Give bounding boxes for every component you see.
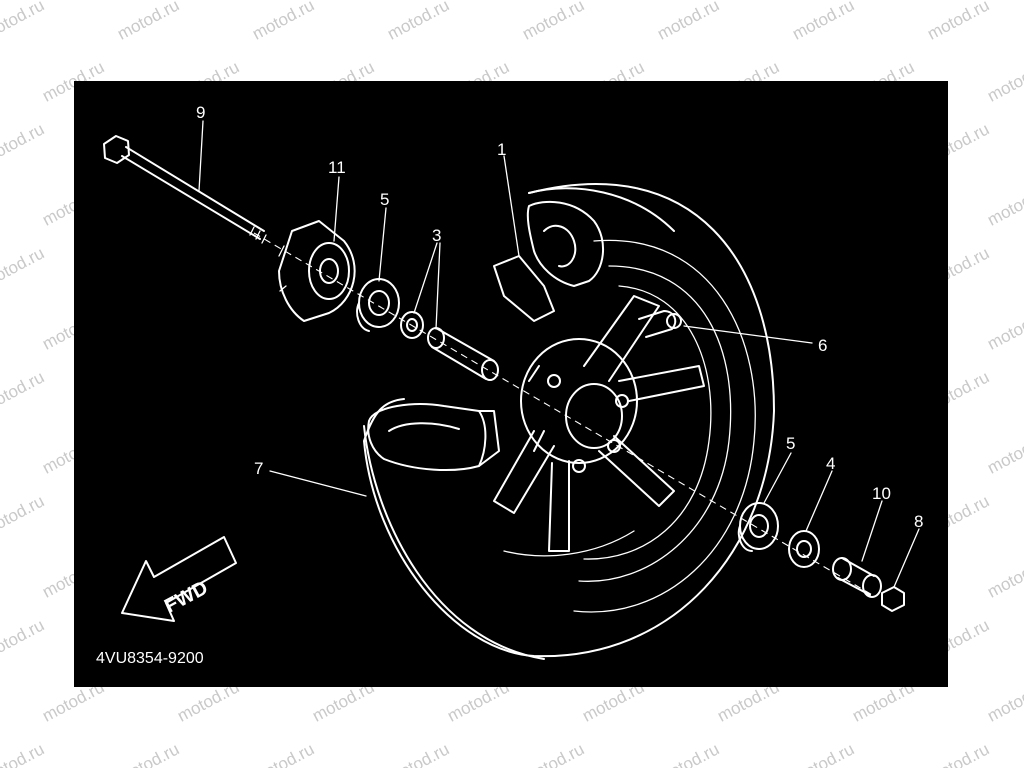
callout-7: 7 — [254, 459, 263, 478]
watermark-text: motod.ru — [519, 0, 588, 44]
callout-5-left: 5 — [380, 190, 389, 209]
exploded-wheel-diagram: 9 11 5 3 1 6 7 5 4 10 8 FWD 4VU8354-9200 — [74, 81, 948, 687]
watermark-text: motod.ru — [984, 677, 1024, 726]
callout-10: 10 — [872, 484, 891, 503]
diagram-drawing: 9 11 5 3 1 6 7 5 4 10 8 FWD 4VU8354-9200 — [96, 103, 923, 667]
watermark-text: motod.ru — [654, 0, 723, 44]
axle-centerline — [253, 232, 875, 597]
callout-3: 3 — [432, 226, 441, 245]
watermark-text: motod.ru — [0, 119, 48, 168]
callouts: 9 11 5 3 1 6 7 5 4 10 8 — [196, 103, 923, 531]
wheel-hub — [520, 338, 638, 473]
callout-5-right: 5 — [786, 434, 795, 453]
collar-right — [832, 557, 882, 598]
fwd-label: FWD — [161, 577, 212, 618]
wheel-spokes — [493, 295, 705, 557]
tire-section-bottom — [367, 403, 500, 472]
watermark-text: motod.ru — [984, 57, 1024, 106]
axle-nut — [881, 586, 905, 612]
watermark-text: motod.ru — [0, 0, 48, 44]
callout-11: 11 — [328, 158, 346, 177]
watermark-text: motod.ru — [0, 491, 48, 540]
bearing-left — [356, 278, 400, 332]
callout-9: 9 — [196, 103, 205, 122]
watermark-text: motod.ru — [114, 739, 183, 768]
spacer — [427, 327, 499, 381]
watermark-text: motod.ru — [789, 739, 858, 768]
oil-seal-right — [788, 530, 820, 568]
watermark-text: motod.ru — [0, 367, 48, 416]
callout-1: 1 — [497, 140, 506, 159]
watermark-text: motod.ru — [924, 739, 993, 768]
watermark-text: motod.ru — [789, 0, 858, 44]
collar — [278, 220, 356, 322]
callout-4: 4 — [826, 454, 835, 473]
watermark-text: motod.ru — [984, 429, 1024, 478]
watermark-text: motod.ru — [384, 0, 453, 44]
axle-bolt — [103, 135, 267, 244]
watermark-text: motod.ru — [984, 305, 1024, 354]
watermark-text: motod.ru — [0, 615, 48, 664]
watermark-text: motod.ru — [984, 553, 1024, 602]
valve — [638, 310, 682, 338]
watermark-text: motod.ru — [924, 0, 993, 44]
watermark-text: motod.ru — [249, 0, 318, 44]
callout-6: 6 — [818, 336, 827, 355]
leader-lines — [198, 120, 920, 588]
watermark-text: motod.ru — [654, 739, 723, 768]
watermark-text: motod.ru — [384, 739, 453, 768]
oil-seal — [400, 311, 424, 339]
tire-section-top — [493, 200, 605, 322]
watermark-text: motod.ru — [0, 243, 48, 292]
callout-8: 8 — [914, 512, 923, 531]
watermark-text: motod.ru — [0, 739, 48, 768]
fwd-arrow: FWD — [121, 536, 237, 622]
part-code: 4VU8354-9200 — [96, 650, 204, 667]
watermark-text: motod.ru — [114, 0, 183, 44]
watermark-text: motod.ru — [249, 739, 318, 768]
watermark-text: motod.ru — [984, 181, 1024, 230]
tire — [363, 183, 775, 660]
watermark-text: motod.ru — [519, 739, 588, 768]
bearing-right — [737, 502, 779, 552]
